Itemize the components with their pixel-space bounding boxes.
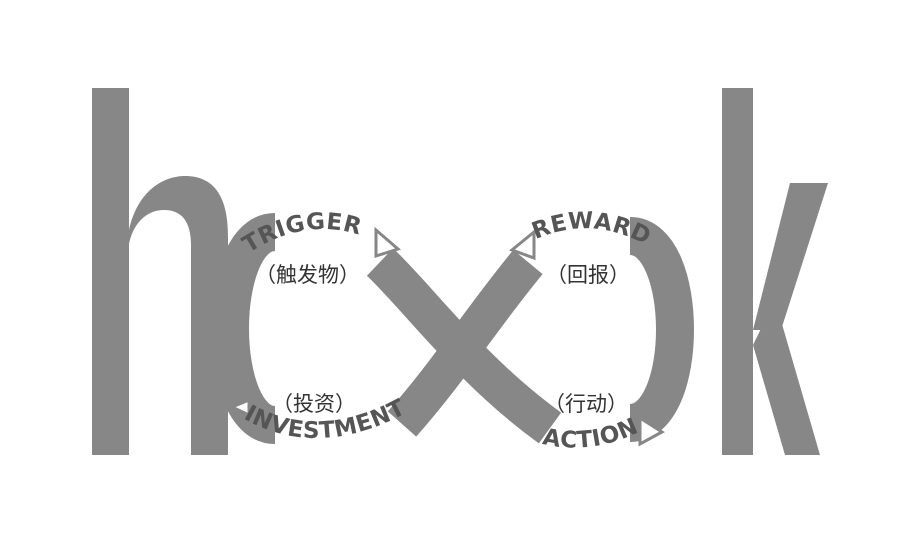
stage-subtitle-action: （行动） (544, 392, 628, 416)
letter-h-stem (92, 88, 129, 455)
letter-k (722, 88, 828, 455)
arrow-investment-icon (228, 397, 251, 418)
letter-k-lower-leg (753, 300, 820, 455)
letter-h (92, 88, 228, 455)
infinity-loop (211, 213, 694, 444)
loop-right-arc (626, 217, 694, 442)
letter-k-upper-arm (753, 183, 828, 330)
stage-label-reward: REWARD (528, 208, 655, 250)
arrow-trigger-icon (374, 226, 402, 259)
arrow-reward-icon (509, 228, 536, 261)
loop-left-arc (211, 213, 279, 444)
letter-h-shoulder (129, 176, 228, 455)
stage-subtitle-reward: （回报） (546, 263, 630, 287)
stage-subtitle-investment: （投资） (272, 392, 356, 416)
stage-label-trigger: TRIGGER (238, 209, 364, 259)
stage-subtitle-trigger: （触发物） (255, 263, 360, 287)
loop-arrows (228, 226, 665, 447)
letter-k-stem (722, 88, 753, 455)
arrow-action-icon (638, 415, 665, 447)
loop-cross-ascending (387, 249, 543, 437)
